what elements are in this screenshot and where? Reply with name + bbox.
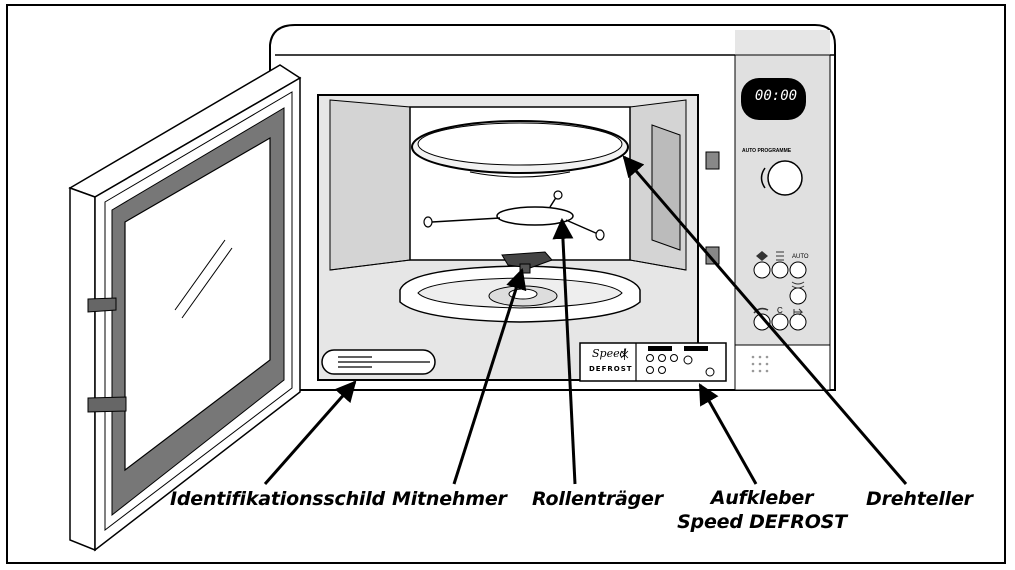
diagram-frame [6, 4, 1006, 564]
identification-plate [321, 349, 436, 375]
arrow-mitnehmer [452, 267, 527, 485]
door-hook-top [87, 297, 117, 313]
grill-button [771, 261, 789, 279]
display-screen [741, 78, 806, 120]
clear-button [771, 313, 789, 331]
microwave-icon [756, 251, 768, 261]
label-mitnehmer: Mitnehmer [392, 488, 507, 510]
jet-button [753, 313, 771, 331]
grill-icon [776, 251, 784, 261]
latch-hole-bottom [705, 246, 720, 265]
speaker-grille [751, 355, 769, 373]
arrow-identifikationsschild [263, 380, 357, 485]
leader-arrows [263, 155, 908, 485]
door-hook-bottom [87, 396, 127, 413]
sticker-speed-text: Speed [592, 347, 627, 360]
arrow-aufkleber [698, 383, 758, 485]
start-icon [793, 308, 804, 316]
microwave-button [753, 261, 771, 279]
auto-button-label: AUTO [792, 254, 809, 260]
auto-programme-knob [767, 160, 803, 196]
clear-button-label: C [777, 306, 783, 315]
auto-programme-label: AUTO PROGRAMME [742, 148, 792, 154]
label-drehteller: Drehteller [866, 488, 973, 510]
snowflake-icon [620, 349, 629, 360]
cavity-floor [399, 265, 641, 323]
latch-hole-top [705, 151, 720, 170]
label-aufkleber-line1: Aufkleber [710, 487, 814, 509]
label-rollentraeger: Rollenträger [532, 488, 663, 510]
arrow-rollentraeger [552, 217, 577, 485]
speed-defrost-sticker [579, 342, 727, 382]
jet-icon [753, 307, 769, 314]
defrost-icon [791, 281, 805, 289]
label-identifikationsschild: Identifikationsschild [170, 488, 385, 510]
arrow-drehteller [622, 155, 908, 485]
defrost-button [789, 287, 807, 305]
auto-button [789, 261, 807, 279]
start-button [789, 313, 807, 331]
turntable-glass [411, 120, 629, 178]
label-aufkleber: Aufkleber Speed DEFROST [673, 486, 851, 534]
display-time: 00:00 [754, 88, 798, 104]
sticker-defrost-text: DEFROST [589, 365, 633, 373]
oven-door [68, 64, 302, 552]
label-aufkleber-line2: Speed DEFROST [677, 511, 847, 533]
control-panel [734, 54, 831, 391]
